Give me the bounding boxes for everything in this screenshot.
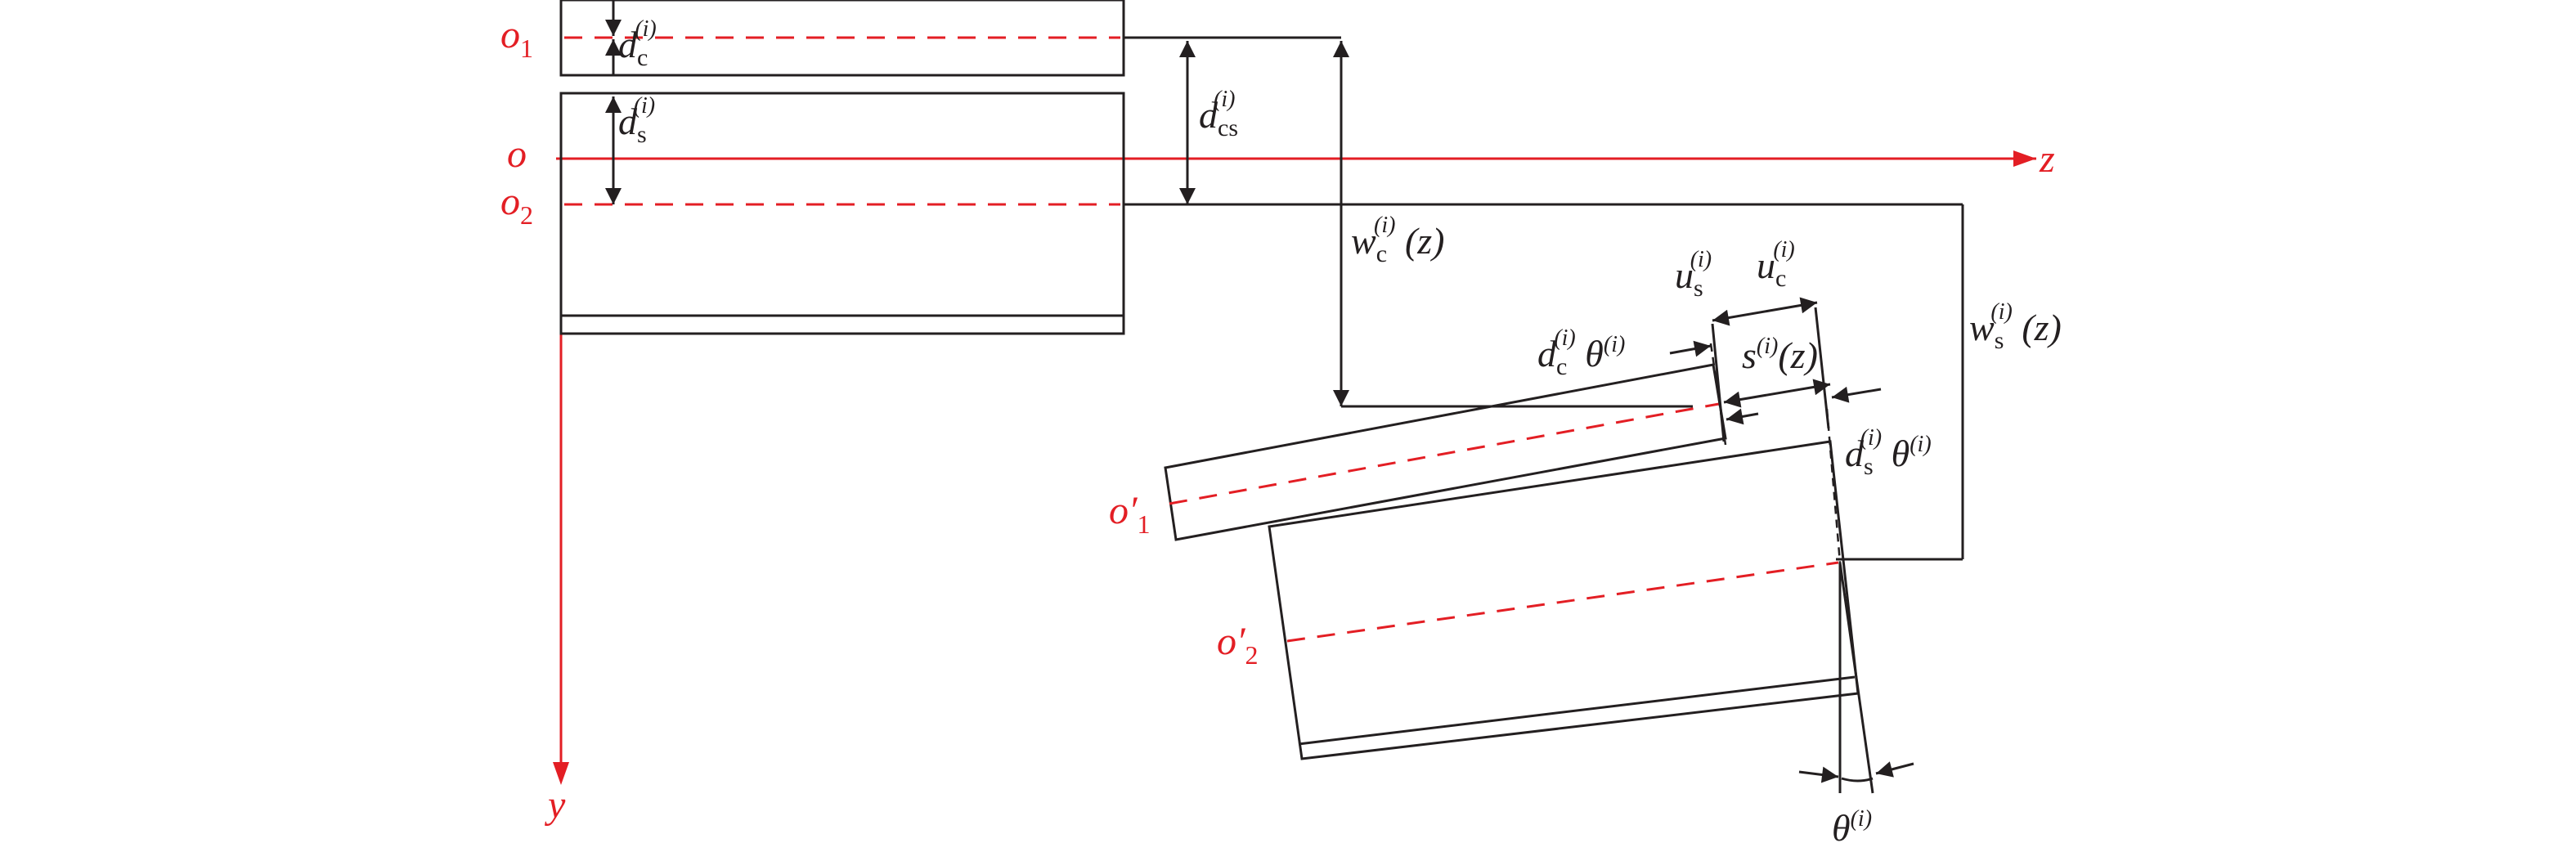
origin-o-label: o [507,132,527,176]
theta-right-arrow [1875,761,1914,778]
us-right-arrow [1726,408,1759,425]
us-left-arrow [1669,340,1712,357]
ds-theta-right-arrow [1831,386,1882,403]
uc-label: uc(i) [1757,237,1795,292]
vertical-dimension-arrows [1179,41,1349,406]
theta-left-arrow [1798,766,1839,783]
ws-label: ws(i) (z) [1969,299,2062,354]
theta-rotated-face [1838,562,1874,794]
o2-label: o2 [500,180,533,230]
ds-label: ds(i) [618,93,655,148]
uc-dimension-arrow [1712,297,1818,326]
concrete-slab-deformed [1164,363,1727,541]
deformed-bottom-flange-line [1298,675,1856,746]
steel-beam-undeformed [559,92,1125,335]
extension-lines [1124,36,1964,561]
s-dimension-arrow [1723,379,1831,408]
y-axis-arrowhead [553,762,569,785]
wc-label: wc(i) (z) [1351,213,1445,267]
o1-label: o1 [500,13,533,63]
dc-label: dc(i) [618,16,657,71]
ds-theta-label: ds(i) θ(i) [1845,425,1932,480]
dc-theta-label: dc(i) θ(i) [1537,325,1625,380]
theta-label: θ(i) [1832,806,1872,849]
us-label: us(i) [1675,247,1712,302]
theta-angle-arc [1841,777,1874,783]
y-axis-label: y [544,783,566,827]
deformed-section [1164,363,1860,760]
o1prime-centroid-line [1169,402,1720,505]
ds-theta-dash [1825,408,1842,563]
uc-left-tick [1711,323,1726,442]
z-axis-arrowhead [2013,150,2036,167]
o2prime-centroid-line [1286,561,1839,643]
uc-right-tick [1814,307,1830,429]
o2prime-label: o′2 [1217,620,1259,670]
o1prime-label: o′1 [1109,489,1151,539]
horizontal-dimension-arrows [1669,297,1914,783]
coordinate-axes [553,150,2036,785]
z-axis-label: z [2039,137,2055,181]
dcs-label: dcs(i) [1199,87,1238,141]
slip-region [1709,307,1874,794]
s-label: s(i)(z) [1742,334,1818,376]
